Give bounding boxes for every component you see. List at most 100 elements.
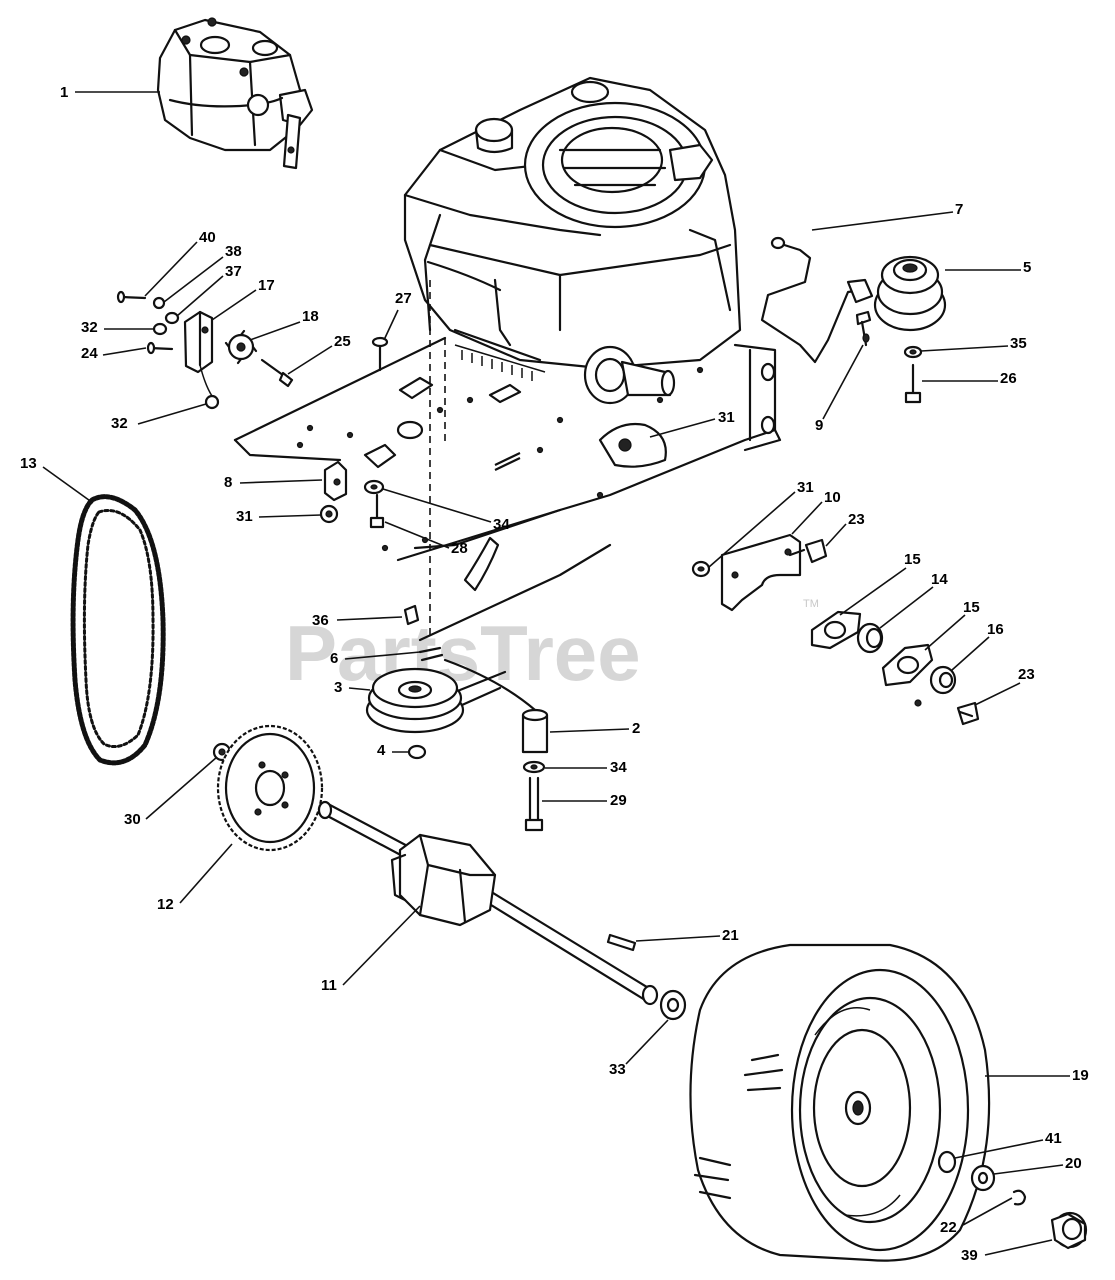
part-8-bracket [323,460,348,502]
callout-37-leader [176,275,224,317]
callout-32-lower-leader [137,403,207,425]
callout-32-lower[interactable]: 32 [111,415,128,432]
part-18-gear [224,329,258,365]
callout-27[interactable]: 27 [395,290,412,307]
callout-31-left[interactable]: 31 [236,508,253,525]
part-16-bushing [929,665,957,695]
callout-34-lower[interactable]: 34 [610,759,627,776]
part-20-washer [970,1164,996,1192]
frame-plate [233,280,782,642]
callout-11-leader [342,905,421,986]
callout-29[interactable]: 29 [610,792,627,809]
callout-32-upper[interactable]: 32 [81,319,98,336]
part-11-axle [317,800,659,1006]
part-38-washer [152,296,166,310]
leader-lines [42,91,1070,1256]
callout-15-right[interactable]: 15 [963,599,980,616]
callout-40[interactable]: 40 [199,229,216,246]
callout-31-center[interactable]: 31 [718,409,735,426]
part-34-washer-upper [363,479,385,495]
callout-9[interactable]: 9 [815,417,823,434]
part-23-bolt-upper [788,538,828,564]
callout-18[interactable]: 18 [302,308,319,325]
callout-17[interactable]: 17 [258,277,275,294]
callout-22-leader [962,1197,1013,1226]
callout-39-leader [984,1239,1053,1256]
callout-8[interactable]: 8 [224,474,232,491]
callout-30-leader [145,756,218,820]
callout-11[interactable]: 11 [321,977,337,994]
callout-5[interactable]: 5 [1023,259,1031,276]
callout-26[interactable]: 26 [1000,370,1017,387]
callout-9-leader [822,344,864,420]
callout-24[interactable]: 24 [81,345,98,362]
callout-20[interactable]: 20 [1065,1155,1082,1172]
callout-4[interactable]: 4 [377,742,386,759]
callout-28[interactable]: 28 [451,540,468,557]
callout-6[interactable]: 6 [330,650,338,667]
callout-41-leader [954,1139,1044,1159]
part-21-key [606,933,637,952]
part-31-nut-right [691,560,711,578]
part-24-bolt [146,341,174,355]
callout-39[interactable]: 39 [961,1247,978,1264]
callout-35-leader [920,345,1009,352]
callout-3[interactable]: 3 [334,679,342,696]
callout-3-leader [348,687,371,691]
part-13-chain [70,494,166,766]
part-32-nut-upper [152,322,168,336]
callout-36[interactable]: 36 [312,612,329,629]
callout-19[interactable]: 19 [1072,1067,1089,1084]
part-10-plate [720,533,802,612]
callout-31-right[interactable]: 31 [797,479,814,496]
callout-16[interactable]: 16 [987,621,1004,638]
part-27-bolt [371,336,389,372]
part-15-gasket-right [881,643,934,707]
part-15-gasket-left [810,610,862,650]
watermark: PartsTree TM [285,598,819,697]
callout-37[interactable]: 37 [225,263,242,280]
callout-38-leader [163,256,224,303]
callout-14[interactable]: 14 [931,571,948,588]
callout-14-leader [879,586,934,629]
callout-7[interactable]: 7 [955,201,963,218]
callout-40-leader [144,241,198,297]
callout-1[interactable]: 1 [60,84,68,101]
callout-41[interactable]: 41 [1045,1130,1062,1147]
callout-23-upper-leader [825,523,847,547]
callout-21[interactable]: 21 [722,927,739,944]
callout-38[interactable]: 38 [225,243,242,260]
callout-23-upper[interactable]: 23 [848,511,865,528]
callout-23-lower[interactable]: 23 [1018,666,1035,683]
callout-12[interactable]: 12 [157,896,174,913]
callout-15-left[interactable]: 15 [904,551,921,568]
part-3-pulley [365,667,507,734]
callout-22[interactable]: 22 [940,1219,957,1236]
callout-2[interactable]: 2 [632,720,640,737]
part-37-washer [164,311,180,325]
part-33-washer [659,989,687,1021]
callout-33[interactable]: 33 [609,1061,626,1078]
callout-34-upper-leader [382,488,492,523]
callout-10[interactable]: 10 [824,489,841,506]
callout-20-leader [993,1164,1064,1175]
part-19-wheel [689,943,991,1262]
callout-23-lower-leader [974,682,1021,706]
callout-25-leader [287,345,333,375]
callout-30[interactable]: 30 [124,811,141,828]
callout-34-upper[interactable]: 34 [493,516,510,533]
callout-31-right-leader [708,491,796,568]
part-9-bolt [855,310,872,347]
callout-25[interactable]: 25 [334,333,351,350]
callout-13[interactable]: 13 [20,455,37,472]
callout-15-left-leader [839,567,907,616]
callout-35[interactable]: 35 [1010,335,1027,352]
part-14-bearing [856,622,884,654]
part-22-clip [1012,1189,1027,1206]
callout-7-leader [811,211,954,231]
part-36-key [403,604,420,626]
part-34-washer-lower [522,760,546,774]
callout-15-right-leader [924,614,966,651]
